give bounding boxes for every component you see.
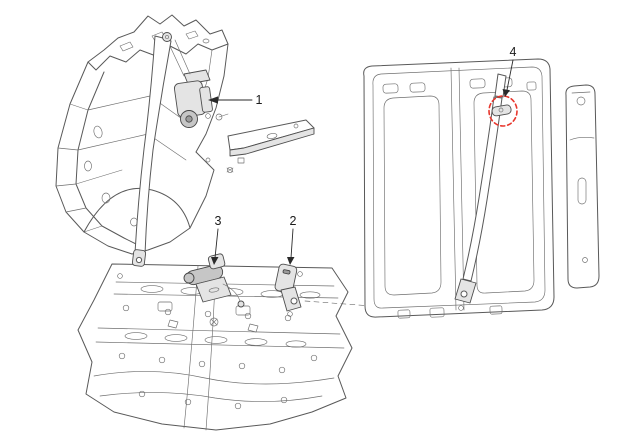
callout-2-arrowhead [287,257,295,265]
callout-1-label: 1 [256,93,263,107]
belt-guide-highlight-circle [488,95,518,127]
callout-2-label: 2 [290,214,297,228]
callout-3-arrowhead [211,257,219,265]
headrest-hole [469,78,486,89]
buckle-pretensioner-assembly [183,253,245,308]
headrest-hole [382,83,399,94]
buckle-anchor-assembly [274,263,302,317]
seatback-side-bolster [565,84,600,289]
body-structure [55,14,234,255]
rear-belt-webbing [454,73,512,311]
callout-1: 1 [208,93,263,107]
callout-3-label: 3 [215,214,222,228]
headrest-hole [409,82,426,93]
callout-2: 2 [287,214,297,265]
callout-1-arrowhead [208,96,218,104]
callout-3: 3 [211,214,222,265]
belt-guide [491,104,512,117]
seat-belt-retractor [173,69,213,128]
rear-seatback [363,58,555,319]
callout-4: 4 [502,45,517,97]
callout-4-label: 4 [510,45,517,59]
parcel-shelf-trim [227,119,315,164]
callout-4-arrowhead [502,89,510,97]
front-belt-webbing [131,32,191,267]
